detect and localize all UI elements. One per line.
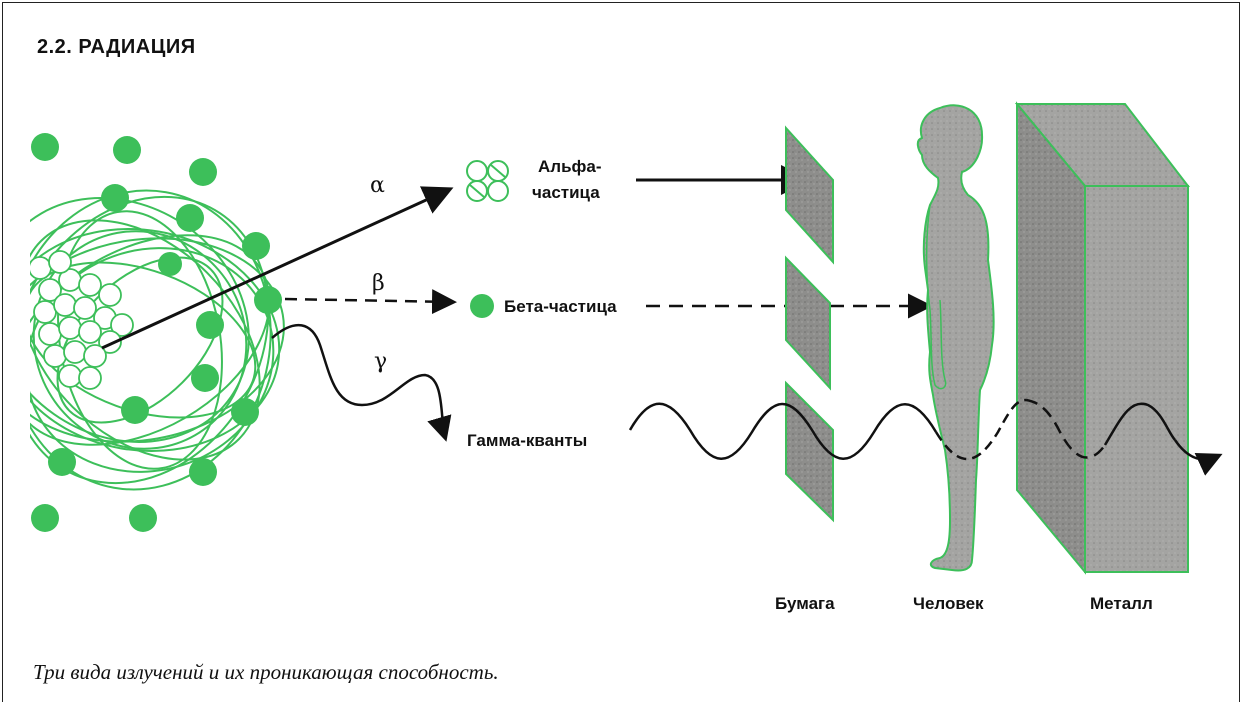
beta-ray: β bbox=[285, 271, 452, 302]
metal-label: Металл bbox=[1090, 594, 1153, 613]
human-figure bbox=[918, 105, 994, 570]
paper-label: Бумага bbox=[775, 594, 835, 613]
gamma-ray: γ bbox=[272, 325, 445, 437]
alpha-label-line2: частица bbox=[532, 183, 600, 202]
paper-barrier bbox=[786, 128, 833, 520]
beta-label: Бета-частица bbox=[504, 297, 617, 316]
human-label: Человек bbox=[913, 594, 984, 613]
radiation-diagram: α Альфа- частица β Бета-частица γ Гамма-… bbox=[0, 0, 1245, 650]
beta-symbol: β bbox=[372, 271, 385, 296]
figure-caption: Три вида излучений и их проникающая спос… bbox=[33, 660, 499, 685]
atom bbox=[0, 133, 319, 532]
gamma-symbol: γ bbox=[374, 349, 387, 374]
alpha-symbol: α bbox=[370, 173, 385, 198]
alpha-label-line1: Альфа- bbox=[538, 157, 602, 176]
beta-particle bbox=[470, 294, 494, 318]
alpha-particle bbox=[467, 161, 508, 201]
gamma-label: Гамма-кванты bbox=[467, 431, 587, 450]
metal-barrier bbox=[1017, 104, 1188, 572]
